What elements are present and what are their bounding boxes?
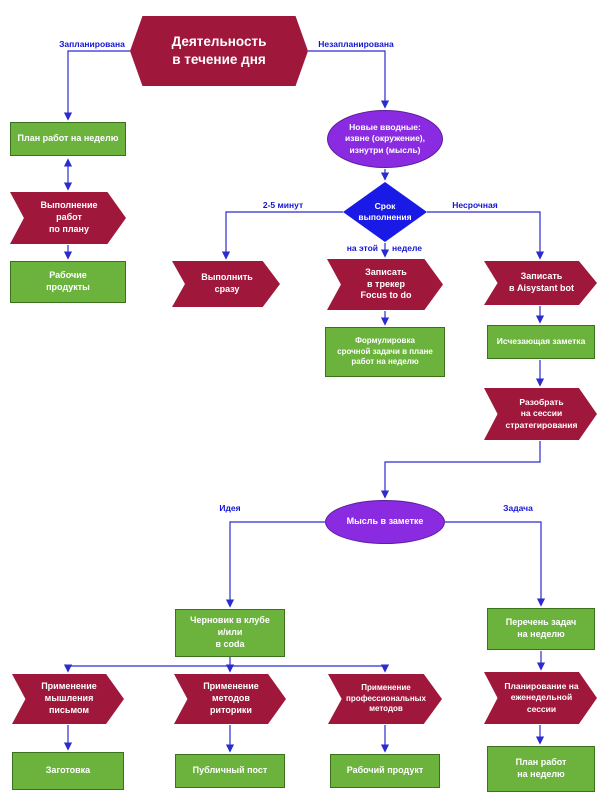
- node-week-plan-right: План работ на неделю: [487, 746, 595, 792]
- edge-unplanned: [308, 50, 390, 109]
- node-activity-title: Деятельность в течение дня: [130, 16, 308, 86]
- node-urgent-task: Формулировка срочной задачи в плане рабо…: [325, 327, 445, 377]
- label-this-week-1: на этой: [346, 243, 378, 253]
- node-new-inputs: Новые вводные: извне (окружение), изнутр…: [327, 110, 443, 168]
- node-task-list: Перечень задач на неделю: [487, 608, 595, 650]
- edge-deadline-aisystant: [427, 211, 545, 260]
- node-aisystant: Записать в Aisystant bot: [484, 261, 597, 305]
- node-strategy-session: Разобрать на сессии стратегирования: [484, 388, 597, 440]
- node-thinking-writing: Применение мышления письмом: [12, 674, 124, 724]
- node-plan-execution: Выполнение работ по плану: [10, 192, 126, 244]
- edge-strategy-thought: [380, 441, 541, 499]
- node-week-plan-left: План работ на неделю: [10, 122, 126, 156]
- node-tracker: Записать в трекер Focus to do: [327, 259, 443, 310]
- edge-thought-tasklist: [445, 521, 546, 607]
- node-draft-club: Черновик в клубе и/или в coda: [175, 609, 285, 657]
- node-vanishing-note: Исчезающая заметка: [487, 325, 595, 359]
- label-unplanned: Незапланирована: [318, 39, 394, 49]
- label-planned: Запланирована: [59, 39, 125, 49]
- label-minutes: 2-5 минут: [262, 200, 304, 210]
- node-weekly-planning: Планирование на еженедельной сессии: [484, 672, 597, 724]
- node-thought-note: Мысль в заметке: [325, 500, 445, 544]
- node-work-product: Рабочий продукт: [330, 754, 440, 788]
- label-task: Задача: [503, 503, 533, 513]
- node-rhetoric: Применение методов риторики: [174, 674, 286, 724]
- node-blank: Заготовка: [12, 752, 124, 790]
- node-work-products-left: Рабочие продукты: [10, 261, 126, 303]
- label-this-week-2: неделе: [392, 243, 422, 253]
- edge-deadline-donow: [221, 211, 343, 260]
- edge-planned: [63, 50, 130, 121]
- node-public-post: Публичный пост: [175, 754, 285, 788]
- edge-thought-draft: [225, 521, 325, 608]
- node-professional: Применение профессиональных методов: [328, 674, 442, 724]
- label-not-urgent: Несрочная: [452, 200, 498, 210]
- node-do-now: Выполнить сразу: [172, 261, 280, 307]
- label-idea: Идея: [219, 503, 241, 513]
